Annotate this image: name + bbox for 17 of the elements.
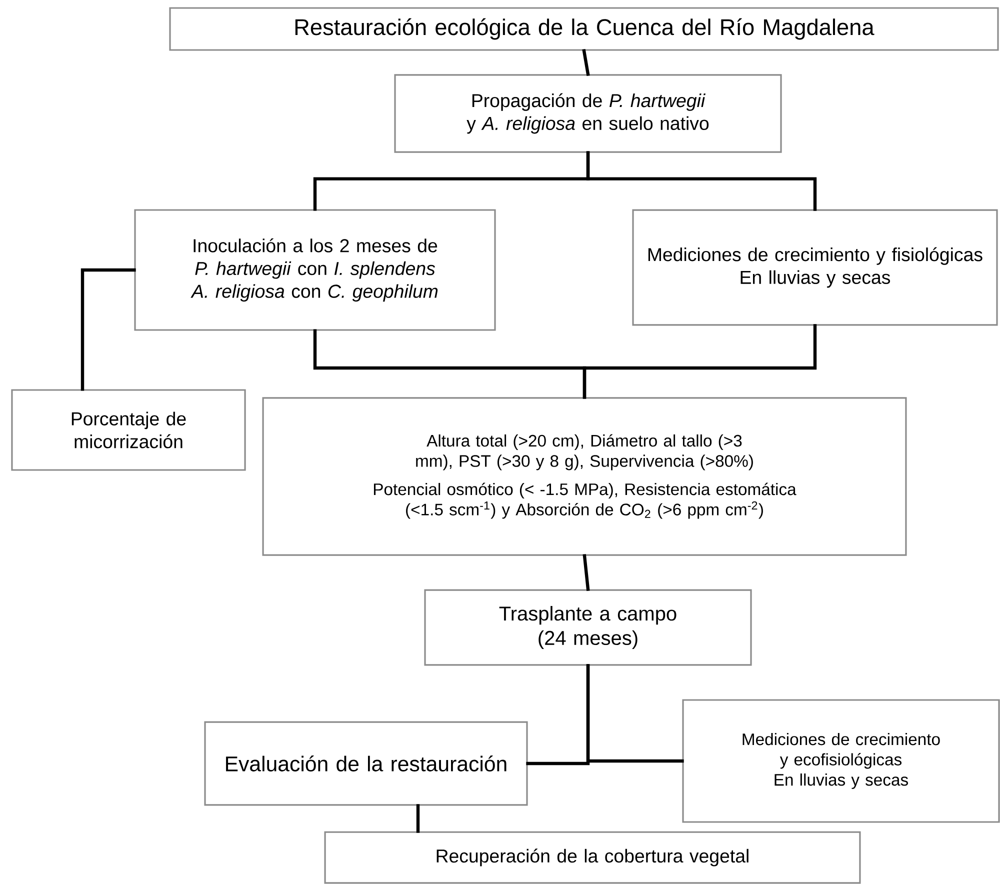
- process-box: Propagación de P. hartwegii y A. religiosa en suelo nativo: [394, 74, 782, 153]
- process-box: Porcentaje de micorrización: [11, 389, 246, 471]
- connector-line: [582, 554, 590, 591]
- process-box: Restauración ecológica de la Cuenca del Río Magdalena: [169, 7, 999, 51]
- process-box: Inoculación a los 2 meses de P. hartwegii con I. splendens A. religiosa con C. geophilum: [134, 209, 496, 331]
- process-box: Mediciones de crecimiento y ecofisiológicas En lluvias y secas: [682, 699, 1000, 823]
- process-box: Altura total (>20 cm), Diámetro al tallo (>3 mm), PST (>30 y 8 g), Supervivencia (>80%) Potencial osmótico (< -1.5 MPa), Resistencia estomática (<1.5 scm$^{-1}$) y Absorción de CO$_{2}$ (>6 ppm cm$^{-2}$): [262, 397, 907, 556]
- connector-line: [582, 49, 590, 76]
- process-box: Evaluación de la restauración: [204, 721, 528, 806]
- connector-line: [416, 804, 420, 833]
- connector-line: [582, 324, 817, 399]
- process-box: Recuperación de la cobertura vegetal: [324, 831, 861, 884]
- connector-line: [80, 268, 136, 391]
- connector-line: [586, 664, 684, 763]
- process-box: Trasplante a campo (24 meses): [424, 589, 752, 666]
- connector-line: [586, 151, 817, 211]
- process-box: Mediciones de crecimiento y fisiológicas En lluvias y secas: [632, 209, 998, 326]
